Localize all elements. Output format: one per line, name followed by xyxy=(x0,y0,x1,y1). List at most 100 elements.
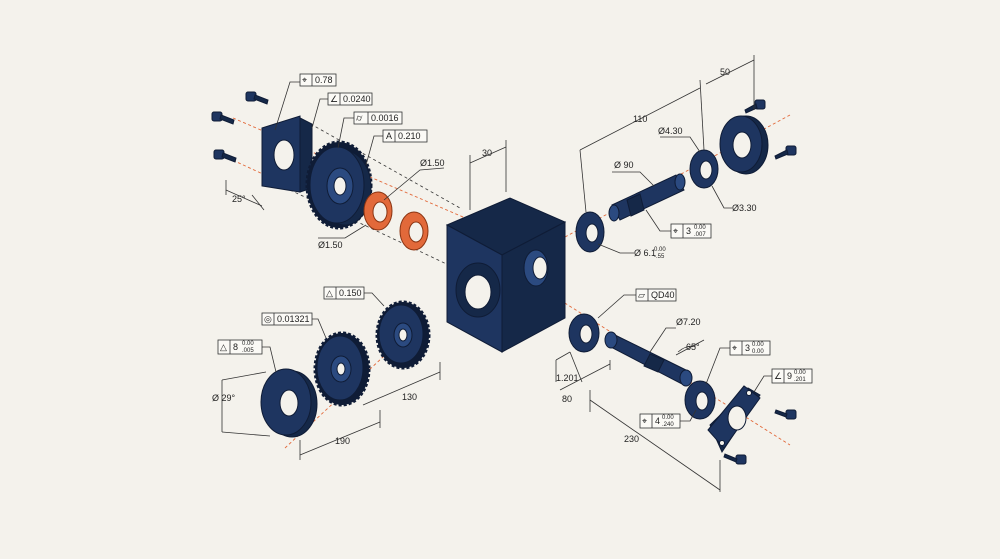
dim-dia-150-lower: Ø1.50 xyxy=(318,224,367,250)
dim-label: 110 xyxy=(633,114,647,124)
fcf-tol-lower: .005 xyxy=(242,348,254,354)
dim-label: Ø7.20 xyxy=(676,317,701,327)
fcf-tol-upper: 0.00 xyxy=(794,370,806,376)
dim-130: 130 xyxy=(362,362,441,406)
dim-label: 130 xyxy=(402,392,417,402)
fcf-symbol: ∠ xyxy=(330,94,338,104)
fcf-value: QD40 xyxy=(651,290,675,300)
dim-dia-330: Ø3.30 xyxy=(711,185,757,213)
dim-tol-upper: 0.00 xyxy=(654,247,666,253)
square-flange-plate xyxy=(261,115,313,193)
fcf-symbol: ⌭ xyxy=(356,113,363,123)
fcf-symbol: ◎ xyxy=(264,314,272,324)
dim-label: Ø 6.1 xyxy=(634,248,656,258)
dim-230: 230 xyxy=(589,390,721,492)
fcf-symbol: ⌖ xyxy=(302,75,307,85)
bearing-lower-right xyxy=(568,313,600,353)
dim-label: Ø 29° xyxy=(212,393,236,403)
dim-label: Ø3.30 xyxy=(732,203,757,213)
screw-upper-1 xyxy=(245,91,269,105)
fcf-symbol: A xyxy=(386,131,392,141)
fcf-value: 3 xyxy=(745,343,750,353)
dim-label: 80 xyxy=(562,394,572,404)
dim-label: 190 xyxy=(335,436,350,446)
dim-110: 110 xyxy=(579,79,705,213)
fcf-tol-upper: 0.00 xyxy=(752,342,764,348)
screw-upper-right-1 xyxy=(744,99,766,114)
fcf-symbol: ⌖ xyxy=(642,416,647,426)
bearing-orange-1 xyxy=(363,191,393,231)
fcf-value: 0.01321 xyxy=(277,314,310,324)
dim-label: 25° xyxy=(232,194,246,204)
fcf-symbol: △ xyxy=(326,288,333,298)
dim-label: Ø1.50 xyxy=(318,240,343,250)
fcf-angularity-9: ∠ 9 0.00 .201 xyxy=(753,368,813,393)
fcf-symbol: ▱ xyxy=(638,290,645,300)
fcf-tol-lower: .201 xyxy=(794,377,806,383)
fcf-value: 4 xyxy=(655,416,660,426)
dim-label: 65° xyxy=(686,342,700,352)
fcf-position-078: ⌖ 0.78 xyxy=(274,73,337,131)
bearing-small-lower-right xyxy=(684,380,716,420)
bearing-orange-2 xyxy=(399,211,429,251)
fcf-value: 0.150 xyxy=(339,288,362,298)
dim-dia-29: Ø 29° xyxy=(212,371,271,437)
fcf-symbol: △ xyxy=(220,342,227,352)
fcf-tol-lower: 0.00 xyxy=(752,349,764,355)
fcf-value: 8 xyxy=(233,342,238,352)
dim-50: 50 xyxy=(705,55,755,110)
gear-upper-large xyxy=(305,140,373,230)
fcf-value: 0.210 xyxy=(398,131,421,141)
projection-line xyxy=(299,117,461,209)
dim-label: Ø1.50 xyxy=(420,158,445,168)
bearing-right-upper xyxy=(575,211,605,253)
dim-dia-150-upper: Ø1.50 xyxy=(383,158,445,201)
dim-label: Ø 90 xyxy=(614,160,634,170)
dim-80: 80 xyxy=(559,360,611,404)
lower-right-axis xyxy=(559,299,791,446)
fcf-flatness-qd40: ▱ QD40 xyxy=(597,288,677,319)
fcf-tol-upper: 0.00 xyxy=(242,341,254,347)
dim-190: 190 xyxy=(299,410,381,460)
dim-dia-61: Ø 6.1 0.00 -.55 xyxy=(597,243,666,260)
fcf-flatness-0150: △ 0.150 xyxy=(323,286,385,307)
fcf-tol-lower: .240 xyxy=(662,422,674,428)
fcf-position-3-mid: ⌖ 3 0.00 0.00 xyxy=(705,340,771,385)
dim-30: 30 xyxy=(469,140,507,210)
shaft-lower xyxy=(604,331,693,387)
fcf-circularity-001321: ◎ 0.01321 xyxy=(261,312,327,339)
fcf-position-4: ⌖ 4 0.00 .240 xyxy=(639,409,697,429)
dim-label: 1.201 xyxy=(556,373,579,383)
fcf-symbol: ⌖ xyxy=(732,343,737,353)
gearbox-housing xyxy=(445,197,567,353)
screw-upper-2 xyxy=(211,111,235,125)
shaft-upper xyxy=(608,173,686,222)
fcf-profile-8: △ 8 0.00 .005 xyxy=(217,339,277,373)
gear-lower-large xyxy=(313,331,371,407)
fcf-value: 3 xyxy=(686,226,691,236)
dim-dia-720: Ø7.20 xyxy=(649,317,701,353)
fcf-tol-upper: 0.00 xyxy=(694,225,706,231)
dim-angle-65: 65° xyxy=(675,339,705,356)
fcf-position-3-top: ⌖ 3 0.00 .007 xyxy=(645,209,712,239)
fcf-value: 0.78 xyxy=(315,75,333,85)
dim-angle-25: 25° xyxy=(225,180,265,211)
dim-tol-lower: -.55 xyxy=(654,254,665,260)
fcf-value: 9 xyxy=(787,371,792,381)
dim-label: 50 xyxy=(720,67,730,77)
bearing-small-upper-right xyxy=(689,149,719,189)
screw-lower-right-2 xyxy=(723,453,747,465)
screw-upper-right-2 xyxy=(774,145,797,160)
dim-1201: 1.201 xyxy=(555,351,583,383)
screw-upper-3 xyxy=(213,149,237,163)
diamond-flange xyxy=(707,385,761,454)
fcf-value: 0.0240 xyxy=(343,94,371,104)
gear-lower-small xyxy=(375,300,431,370)
dim-label: 230 xyxy=(624,434,639,444)
fcf-tol-upper: 0.00 xyxy=(662,415,674,421)
fcf-angularity-00240: ∠ 0.0240 xyxy=(311,92,373,129)
fcf-symbol: ⌖ xyxy=(673,226,678,236)
fcf-value: 0.0016 xyxy=(371,113,399,123)
